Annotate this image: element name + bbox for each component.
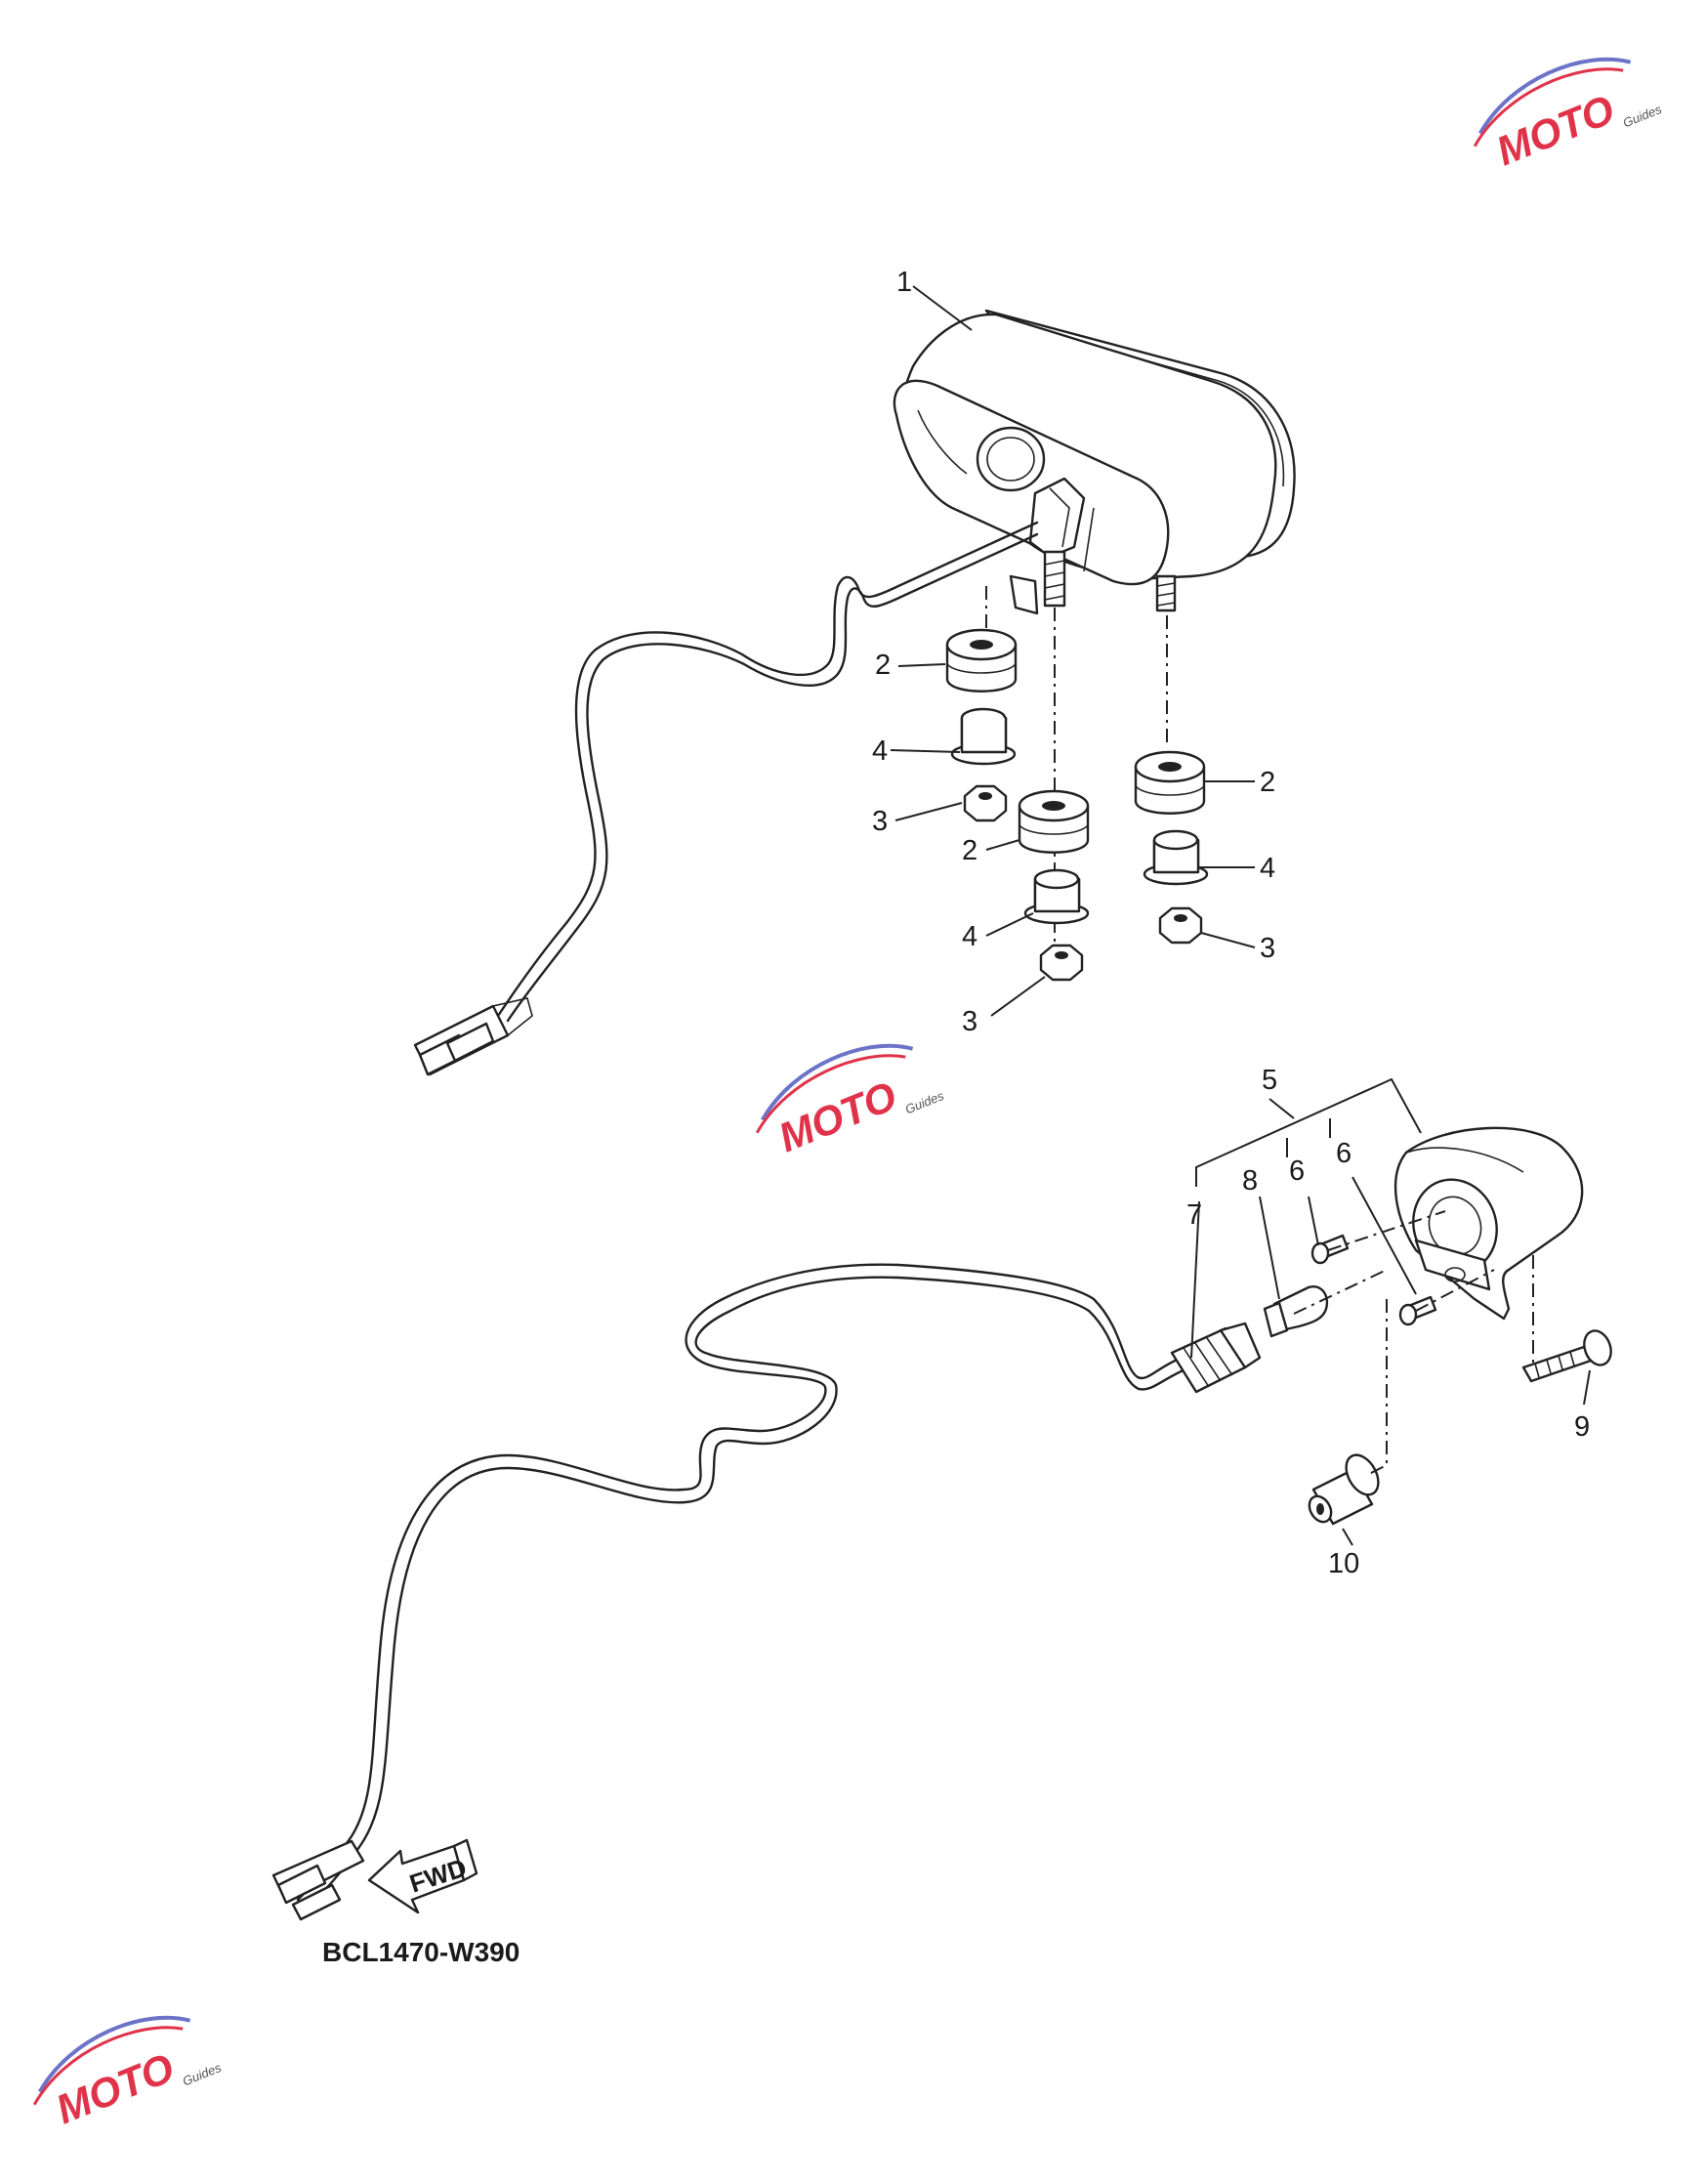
bolt	[1521, 1329, 1612, 1383]
damper-c	[1134, 750, 1206, 815]
callout-4: 4	[872, 735, 888, 767]
diagram-code: BCL1470-W390	[322, 1937, 520, 1967]
callout-6: 6	[1336, 1138, 1352, 1169]
callout-3: 3	[1260, 933, 1275, 964]
spacer-collar	[1308, 1453, 1380, 1526]
callout-10: 10	[1328, 1548, 1359, 1579]
collar-c	[1143, 829, 1209, 886]
collar-a	[950, 707, 1017, 766]
screw-a	[1310, 1234, 1350, 1265]
damper-b	[1018, 789, 1090, 854]
watermark-logo-center: MOTO Guides	[755, 1043, 946, 1160]
damper-a	[945, 628, 1018, 693]
callout-9: 9	[1574, 1411, 1590, 1443]
callout-3: 3	[872, 806, 888, 837]
callout-4: 4	[1260, 853, 1275, 884]
callout-7: 7	[1186, 1199, 1202, 1231]
collar-b	[1023, 868, 1090, 925]
watermark-subtext: Guides	[1621, 102, 1664, 131]
callout-8: 8	[1242, 1165, 1258, 1197]
license-light-wire-harness	[271, 1263, 1262, 1921]
callout-1: 1	[896, 267, 912, 298]
callout-3: 3	[962, 1006, 977, 1037]
bulb	[1263, 1284, 1329, 1338]
callout-5: 5	[1262, 1065, 1277, 1096]
nut-a	[963, 784, 1008, 822]
callout-2: 2	[962, 835, 977, 866]
tail-light-assembly	[893, 309, 1296, 615]
watermark-logo-top-right: MOTO Guides	[1473, 57, 1664, 174]
callout-4: 4	[962, 921, 977, 952]
tail-light-wire-harness	[413, 521, 1039, 1076]
watermark-subtext: Guides	[181, 2060, 224, 2089]
callout-6: 6	[1289, 1155, 1305, 1187]
watermark-logo-bottom-left: MOTO Guides	[32, 2015, 224, 2132]
nut-b	[1039, 944, 1084, 982]
callout-2: 2	[875, 650, 891, 681]
forward-direction-arrow-icon: FWD	[367, 1838, 478, 1914]
watermark-subtext: Guides	[903, 1088, 946, 1117]
license-light-assembly	[1393, 1126, 1584, 1321]
nut-c	[1158, 906, 1203, 945]
callout-2: 2	[1260, 767, 1275, 798]
